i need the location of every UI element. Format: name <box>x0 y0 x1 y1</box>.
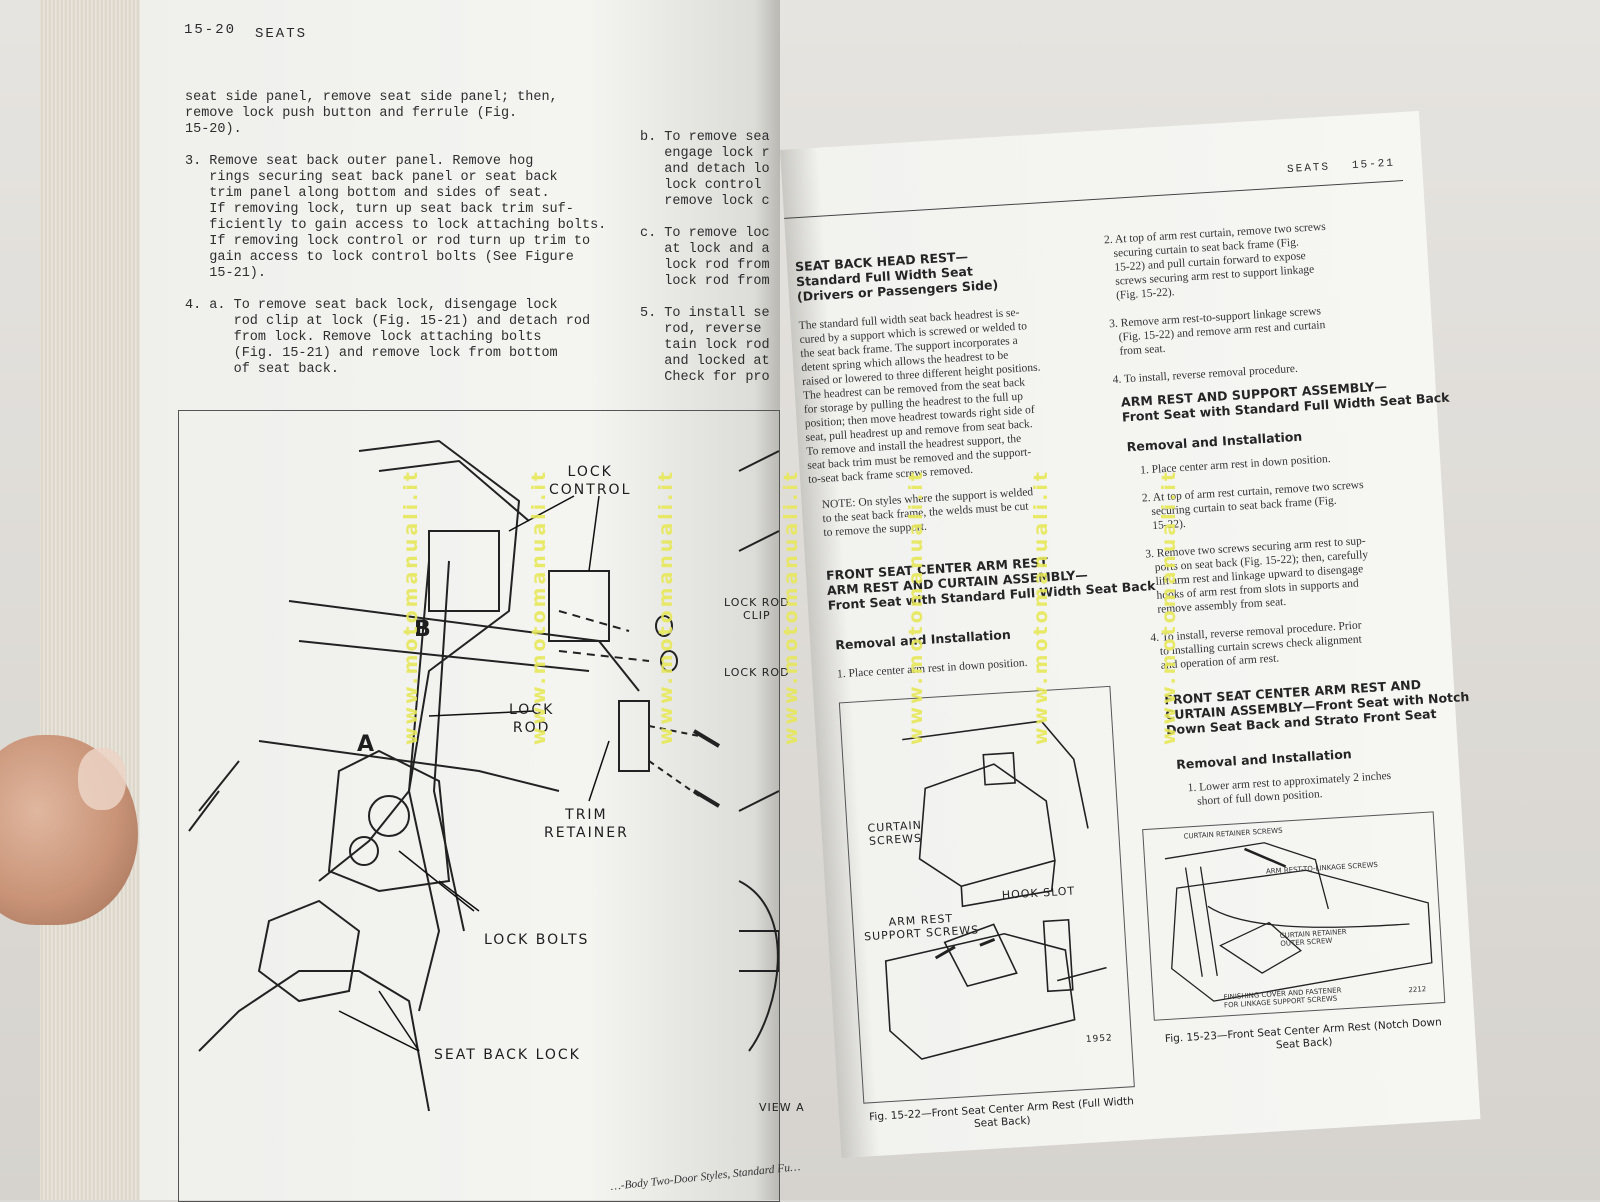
fig22-number: 1952 <box>1085 1033 1114 1045</box>
seat-back-lock-diagram <box>188 439 779 1112</box>
arm-rest-curtain-steps: 2. At top of arm rest curtain, remove tw… <box>1103 220 1327 387</box>
left-page: 15-20 SEATS seat side panel, remove seat… <box>140 0 804 1202</box>
label-letter-a: A <box>357 732 377 757</box>
watermark-4: www.motomanuali.it <box>780 469 802 745</box>
watermark-6: www.motomanuali.it <box>1030 469 1052 745</box>
headrest-note: NOTE: On styles where the support is wel… <box>821 486 1034 540</box>
arm-rest-diagram <box>884 720 1107 1060</box>
label-seat-back-lock: SEAT BACK LOCK <box>434 1047 581 1063</box>
heading-notch-down-seat: FRONT SEAT CENTER ARM REST AND CURTAIN A… <box>1163 676 1470 738</box>
heading-removal-installation-2: Removal and Installation <box>1126 428 1303 455</box>
fig22-caption: Fig. 15-22—Front Seat Center Arm Rest (F… <box>868 1095 1135 1130</box>
figure-15-22-frame: CURTAIN SCREWS ARM REST SUPPORT SCREWS H… <box>838 685 1135 1104</box>
heading-removal-installation-3: Removal and Installation <box>1175 746 1353 772</box>
left-section-title: SEATS <box>255 26 308 42</box>
headrest-paragraph: The standard full width seat back headre… <box>798 306 1041 486</box>
watermark-7: www.motomanuali.it <box>1158 469 1180 745</box>
fig23-number: 2212 <box>1408 985 1427 995</box>
thumbnail-nail <box>78 748 126 810</box>
label-curtain-screws: CURTAIN SCREWS <box>867 818 923 848</box>
header-rule <box>784 180 1404 219</box>
label-lock-rod: LOCK ROD <box>509 702 555 736</box>
watermark-2: www.motomanuali.it <box>528 469 550 745</box>
watermark-1: www.motomanuali.it <box>400 469 422 745</box>
figure-15-23-frame: CURTAIN RETAINER SCREWS ARM REST-TO-LINK… <box>1142 811 1446 1021</box>
notch-arm-rest-diagram <box>1164 842 1433 1002</box>
watermark-3: www.motomanuali.it <box>655 469 677 745</box>
label-lock-bolts: LOCK BOLTS <box>484 932 590 948</box>
label-lock-control: LOCK CONTROL <box>549 464 632 498</box>
step-place-arm-rest: 1. Place center arm rest in down positio… <box>836 656 1028 681</box>
left-column-1-text: seat side panel, remove seat side panel;… <box>185 90 607 377</box>
label-lock-rod-clip: LOCK ROD CLIP <box>724 596 790 622</box>
left-column-2-text: b. To remove seat engage lock rod and de… <box>640 130 770 385</box>
figure-15-21-frame: LOCK CONTROL LOCK ROD TRIM RETAINER LOCK… <box>178 410 804 1202</box>
label-trim-retainer: TRIM RETAINER <box>544 807 629 841</box>
label-lock-rod-view-a: LOCK ROD <box>724 666 790 679</box>
step-lower-arm-rest: 1. Lower arm rest to approximately 2 inc… <box>1187 769 1392 809</box>
watermark-5: www.motomanuali.it <box>905 469 927 745</box>
left-page-number: 15-20 <box>184 22 237 38</box>
label-letter-b: B <box>414 617 433 642</box>
label-view-a: VIEW A <box>759 1101 805 1114</box>
right-page: SEATS 15-21 SEAT BACK HEAD REST— Standar… <box>780 110 1481 1159</box>
heading-front-seat-center-arm-rest: FRONT SEAT CENTER ARM REST ARM REST AND … <box>825 554 1156 613</box>
fig23-caption: Fig. 15-23—Front Seat Center Arm Rest (N… <box>1164 1016 1443 1052</box>
right-page-number: 15-21 <box>1351 157 1396 173</box>
heading-seat-back-head-rest: SEAT BACK HEAD REST— Standard Full Width… <box>794 248 999 305</box>
right-section-title: SEATS <box>1286 161 1331 177</box>
